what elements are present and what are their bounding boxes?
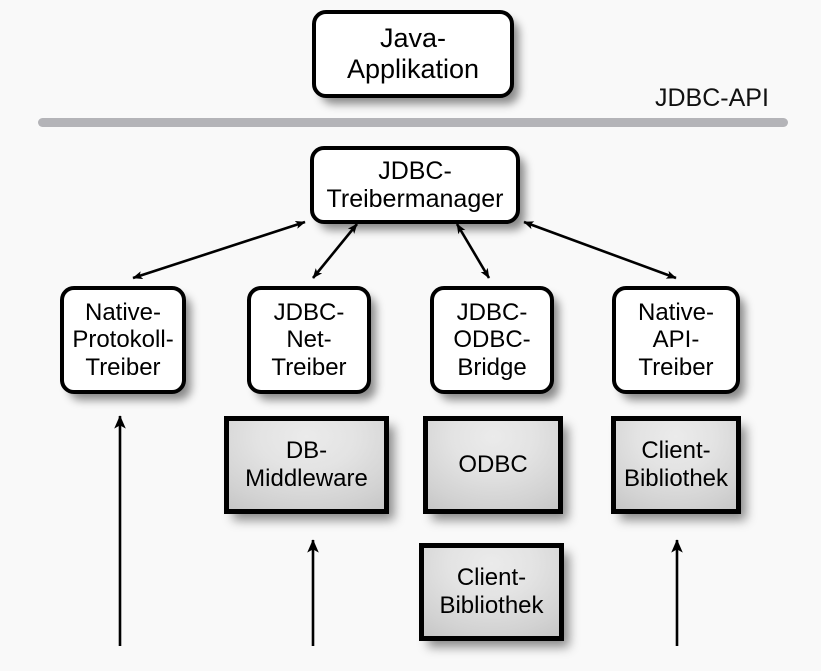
node-db-middleware[interactable]: DB- Middleware <box>224 416 389 514</box>
jdbc-api-separator-bar <box>38 118 788 127</box>
node-native-api-treiber[interactable]: Native- API- Treiber <box>612 286 740 394</box>
node-client-bibliothek-center-label: Client- Bibliothek <box>439 564 544 619</box>
node-client-bibliothek-right-label: Client- Bibliothek <box>623 437 729 492</box>
node-native-protokoll-treiber-label: Native- Protokoll- Treiber <box>72 298 174 381</box>
arrow-manager-native-protokoll-treiber <box>132 220 306 280</box>
node-client-bibliothek-right[interactable]: Client- Bibliothek <box>611 416 741 514</box>
jdbc-api-label: JDBC-API <box>655 84 769 112</box>
node-jdbc-odbc-bridge[interactable]: JDBC- ODBC- Bridge <box>430 286 554 394</box>
arrow-manager-jdbc-net-treiber <box>311 223 359 279</box>
node-jdbc-odbc-bridge-label: JDBC- ODBC- Bridge <box>453 298 531 381</box>
node-odbc-label: ODBC <box>458 451 528 479</box>
node-odbc[interactable]: ODBC <box>423 416 563 514</box>
node-java-applikation-label: Java- Applikation <box>346 23 480 84</box>
node-db-middleware-label: DB- Middleware <box>245 437 368 492</box>
node-jdbc-net-treiber[interactable]: JDBC- Net- Treiber <box>247 286 371 394</box>
node-native-protokoll-treiber[interactable]: Native- Protokoll- Treiber <box>60 286 186 394</box>
node-jdbc-treibermanager[interactable]: JDBC- Treibermanager <box>310 146 520 224</box>
node-client-bibliothek-center[interactable]: Client- Bibliothek <box>419 543 564 641</box>
node-java-applikation[interactable]: Java- Applikation <box>312 10 514 98</box>
node-jdbc-treibermanager-label: JDBC- Treibermanager <box>326 156 504 214</box>
arrow-manager-native-api-treiber <box>523 220 677 280</box>
node-jdbc-net-treiber-label: JDBC- Net- Treiber <box>271 298 347 381</box>
arrow-manager-jdbc-odbc-bridge <box>455 223 491 279</box>
node-native-api-treiber-label: Native- API- Treiber <box>637 298 715 381</box>
